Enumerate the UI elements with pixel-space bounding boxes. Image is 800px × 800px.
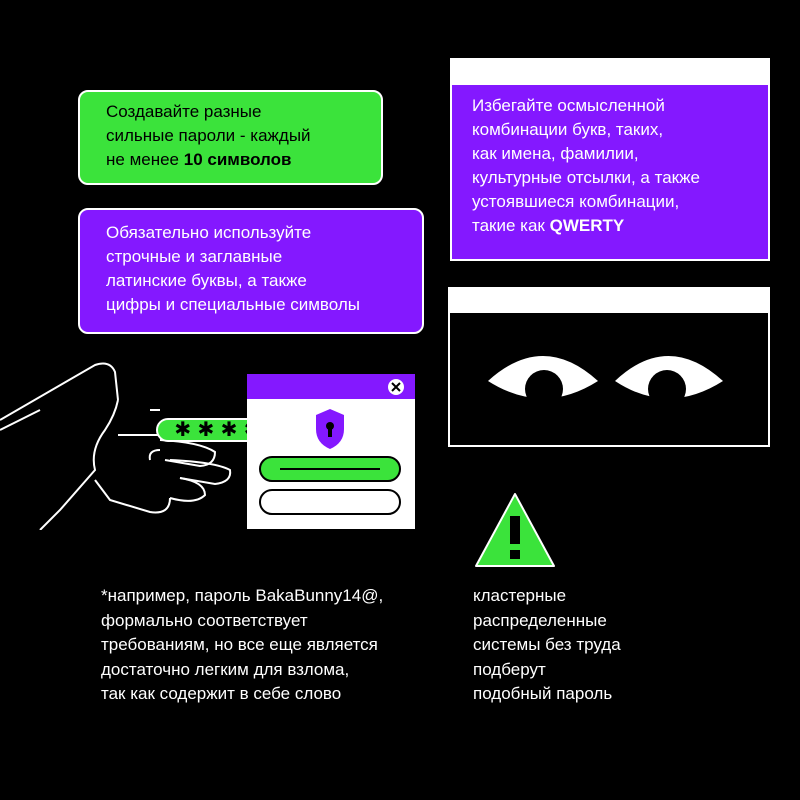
tip-line: цифры и специальные символы [106, 295, 360, 314]
note-line: системы без труда [473, 635, 621, 654]
note-line: подберут [473, 659, 546, 679]
eyes-window [448, 287, 770, 447]
tip-card-purple: Обязательно используйте строчные и загла… [78, 208, 424, 334]
warning-triangle-icon [475, 493, 555, 567]
window-title-bar [452, 60, 768, 85]
tip-line: такие как QWERTY [472, 216, 625, 235]
tip-card-window: Избегайте осмысленной комбинации букв, т… [450, 58, 770, 261]
warning-note: кластерные распределенные системы без тр… [473, 584, 703, 707]
dialog-title-bar [247, 374, 415, 399]
right-eye-icon [615, 356, 723, 408]
close-icon [388, 379, 404, 395]
note-line: распределенные [473, 610, 607, 630]
note-line: подобный пароль [473, 684, 613, 703]
tip-card-green: Создавайте разные сильные пароли - кажды… [78, 90, 383, 185]
tip-line: устоявшиеся комбинации, [472, 192, 680, 211]
login-dialog [247, 374, 415, 529]
shield-lock-icon [316, 409, 344, 449]
tip-line: комбинации букв, таких, [472, 120, 664, 139]
note-line: формально соответствует [101, 610, 308, 630]
note-line: требованиям, но все еще является [101, 635, 378, 654]
tip-emphasis: 10 символов [183, 150, 292, 169]
submit-field [259, 489, 401, 515]
window-title-bar [450, 289, 768, 313]
tip-line: как имена, фамилии, [472, 144, 639, 163]
hand-illustration [0, 362, 232, 530]
note-line: достаточно легким для взлома, [101, 659, 350, 679]
tip-line: сильные пароли - каждый [106, 126, 311, 145]
tip-emphasis: QWERTY [549, 216, 625, 235]
note-line: так как содержит в себе слово [101, 684, 342, 703]
note-line: кластерные [473, 586, 567, 605]
tip-line: Создавайте разные [106, 102, 262, 121]
tip-line: Обязательно используйте [106, 223, 312, 242]
tip-line: строчные и заглавные [106, 247, 283, 266]
left-eye-icon [488, 356, 598, 408]
tip-line: культурные отсылки, а также [472, 168, 700, 187]
tip-line: не менее 10 символов [106, 150, 292, 169]
note-line: *например, пароль BakaBunny14@, [101, 586, 384, 605]
tip-line: Избегайте осмысленной [472, 96, 665, 115]
footnote-example: *например, пароль BakaBunny14@, формальн… [101, 584, 441, 707]
eyes-illustration [488, 356, 723, 408]
tip-line: латинские буквы, а также [106, 271, 307, 290]
